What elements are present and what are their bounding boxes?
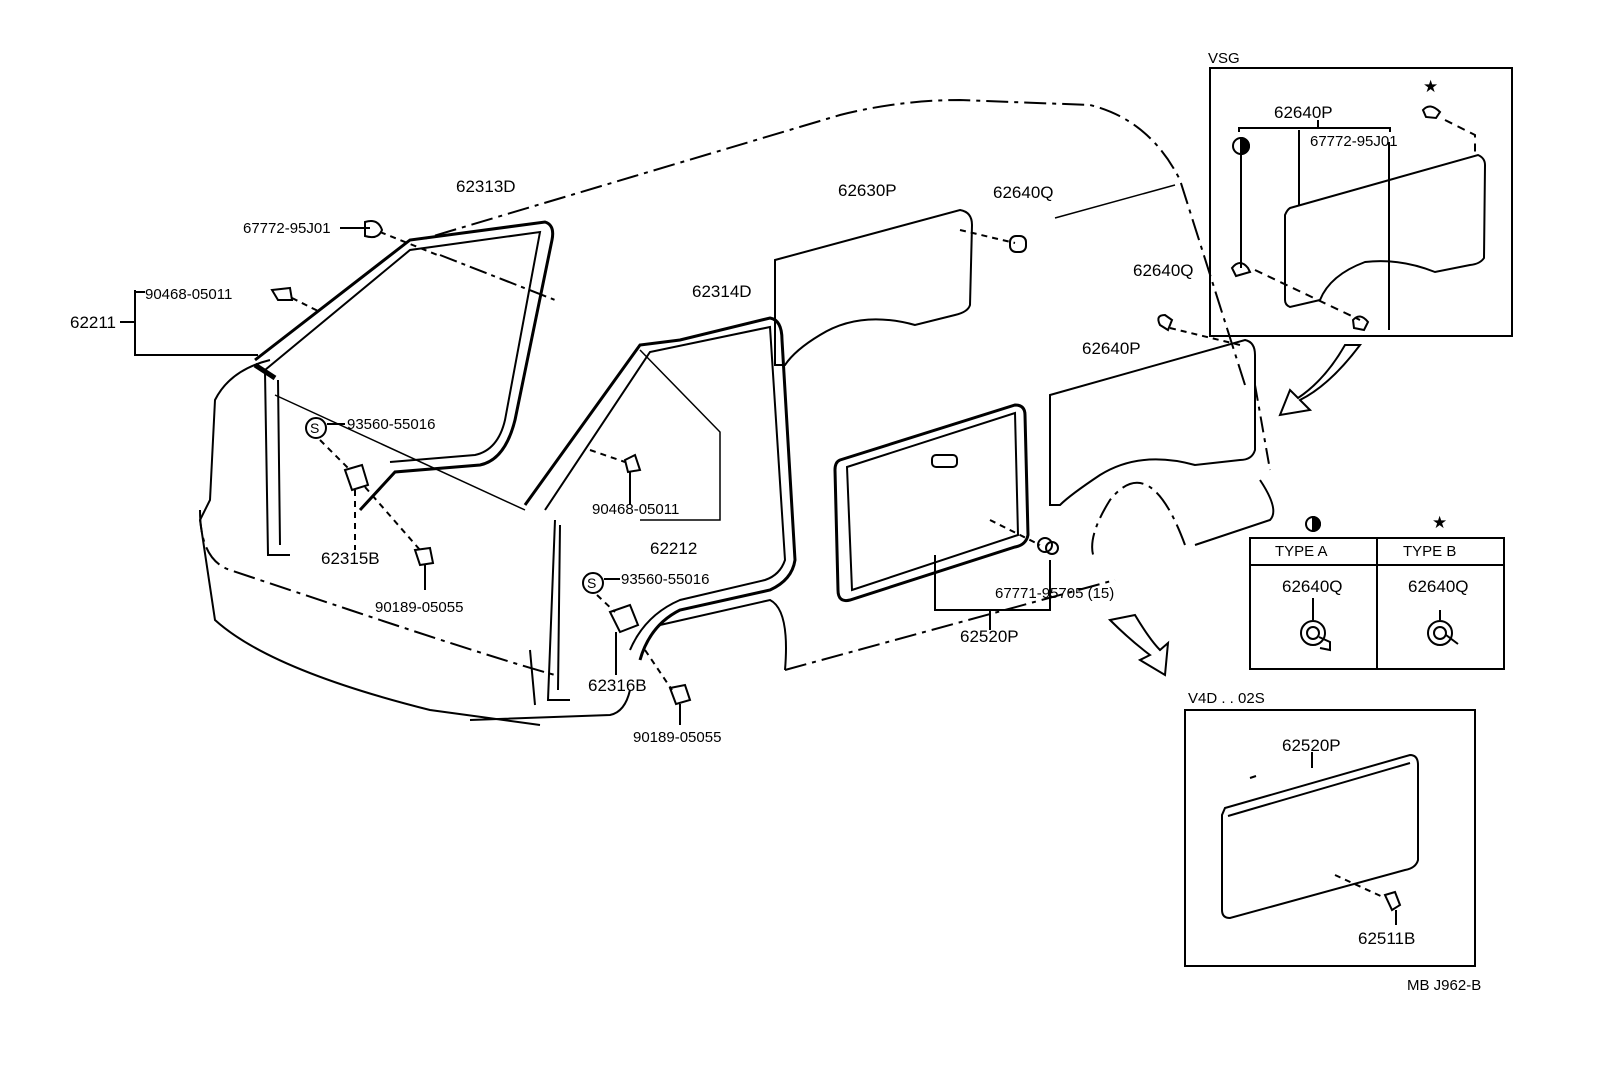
label-90468-05011-mid: 90468-05011 bbox=[592, 501, 680, 518]
label-93560-55016-a: 93560-55016 bbox=[347, 416, 436, 433]
label-62314D: 62314D bbox=[692, 282, 752, 301]
type-b-part: 62640Q bbox=[1408, 577, 1469, 596]
diagram-code: MB J962-B bbox=[1407, 977, 1482, 994]
vsg-label-62640P: 62640P bbox=[1274, 103, 1333, 122]
label-62520P: 62520P bbox=[960, 627, 1019, 646]
label-62315B: 62315B bbox=[321, 549, 380, 568]
vsg-box-title: VSG bbox=[1208, 50, 1240, 67]
label-90189-05055-b: 90189-05055 bbox=[633, 729, 722, 746]
v4d-box-title: V4D . . 02S bbox=[1188, 690, 1265, 707]
label-62316B: 62316B bbox=[588, 676, 647, 695]
v4d-label-62520P: 62520P bbox=[1282, 736, 1341, 755]
label-90468-05011-top: 90468-05011 bbox=[145, 286, 233, 303]
label-90189-05055-a: 90189-05055 bbox=[375, 599, 464, 616]
label-62640P: 62640P bbox=[1082, 339, 1141, 358]
star-icon: ★ bbox=[1432, 513, 1448, 532]
type-a-header: TYPE A bbox=[1275, 543, 1328, 560]
type-a-part: 62640Q bbox=[1282, 577, 1343, 596]
vsg-label-67772-95J01: 67772-95J01 bbox=[1310, 133, 1398, 150]
label-67771-95705: 67771-95705 (15) bbox=[995, 585, 1115, 602]
star-icon: ★ bbox=[1423, 77, 1439, 96]
label-62640Q-top: 62640Q bbox=[993, 183, 1054, 202]
label-62630P: 62630P bbox=[838, 181, 897, 200]
label-93560-55016-b: 93560-55016 bbox=[621, 571, 710, 588]
label-62313D: 62313D bbox=[456, 177, 516, 196]
label-67772-95J01: 67772-95J01 bbox=[243, 220, 331, 237]
label-62640Q-mid: 62640Q bbox=[1133, 261, 1194, 280]
s-symbol-icon: S bbox=[587, 575, 597, 591]
type-b-header: TYPE B bbox=[1403, 543, 1457, 560]
s-symbol-icon: S bbox=[310, 420, 320, 436]
label-62212: 62212 bbox=[650, 539, 698, 558]
label-62211: 62211 bbox=[70, 313, 117, 332]
v4d-label-62511B: 62511B bbox=[1358, 929, 1416, 948]
